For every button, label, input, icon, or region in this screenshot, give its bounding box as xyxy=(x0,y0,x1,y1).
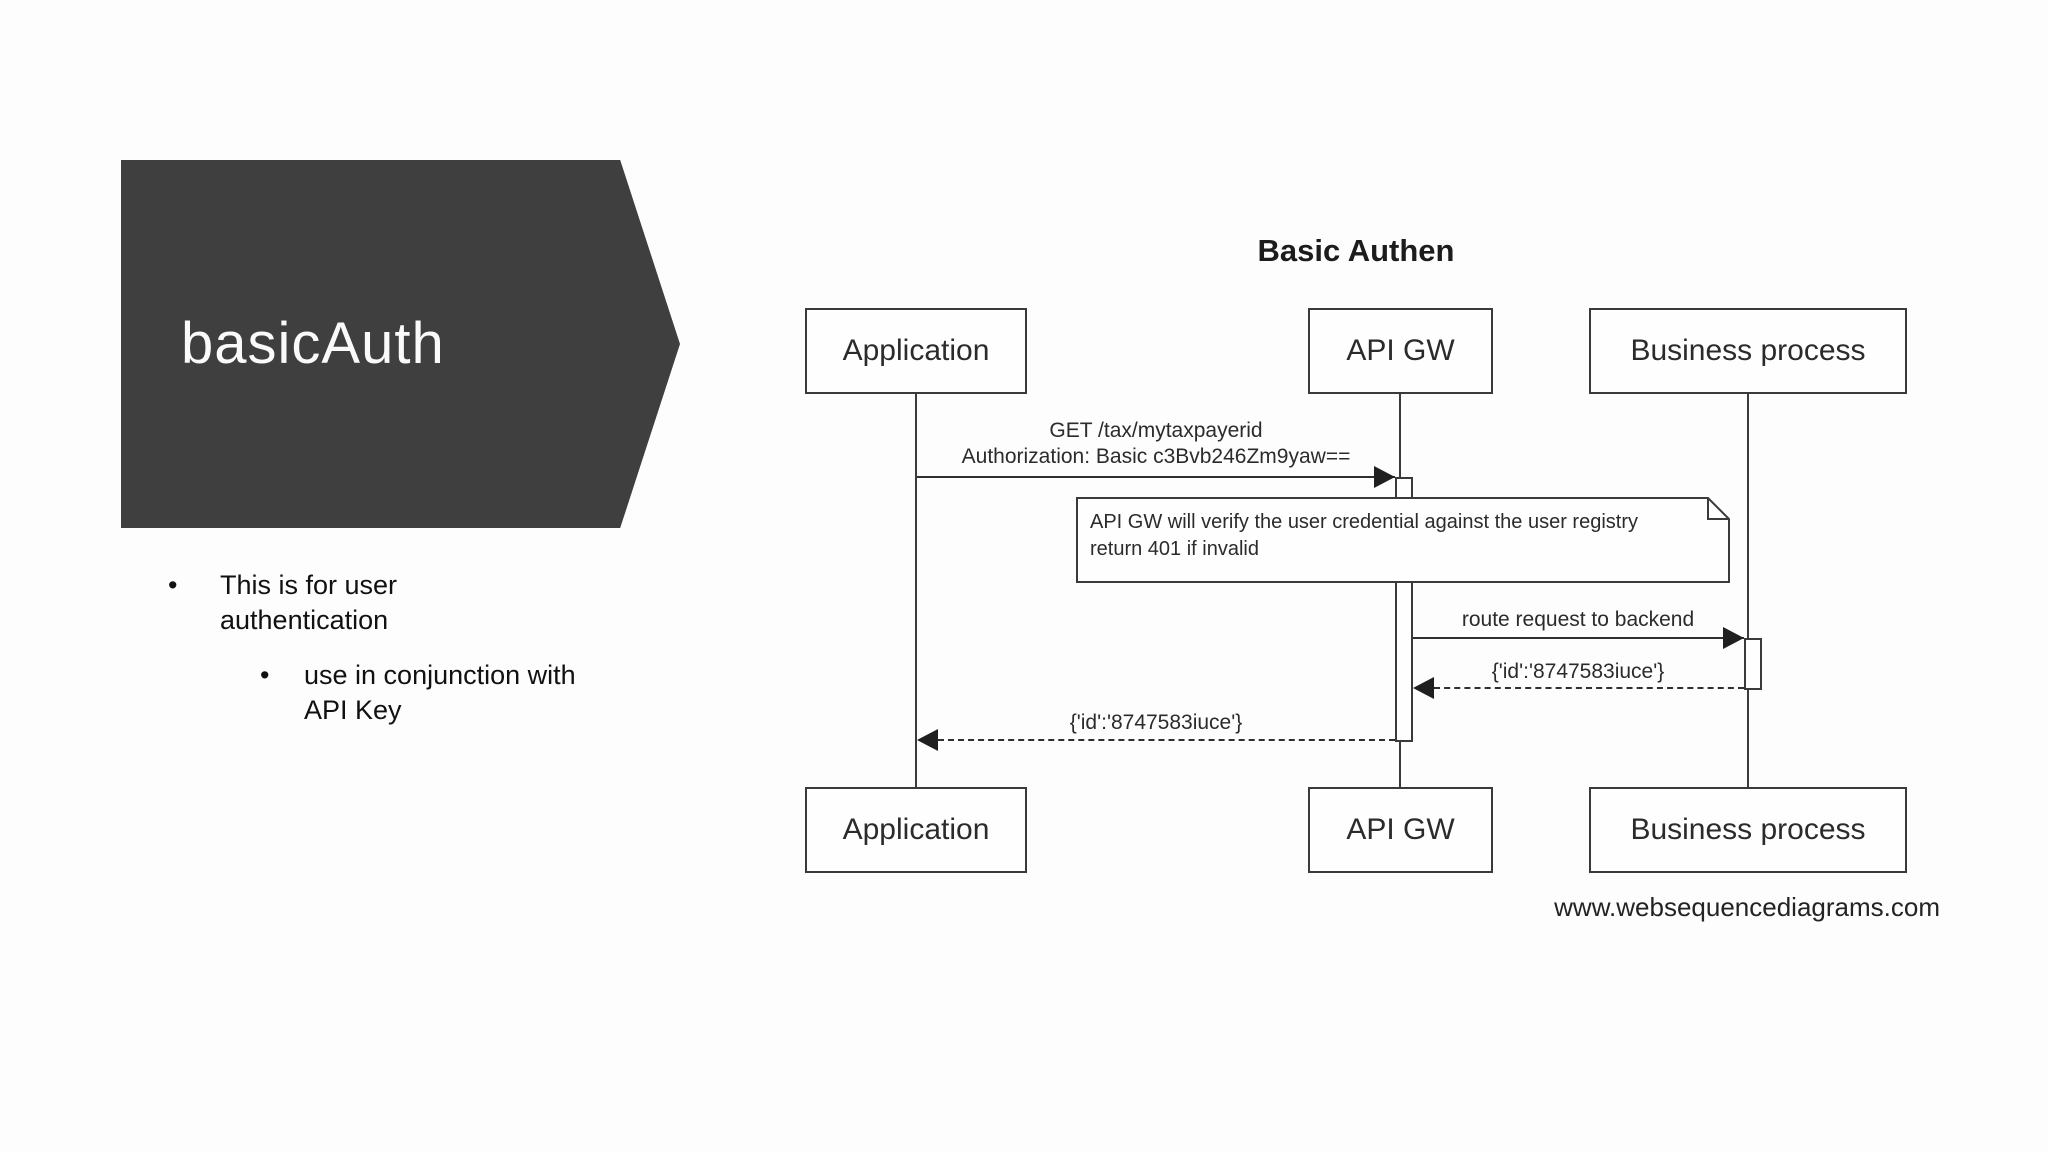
actor-business-process-top: Business process xyxy=(1589,308,1907,394)
bullet-list: • This is for user authentication • use … xyxy=(168,568,604,728)
message-get-label: GET /tax/mytaxpayerid xyxy=(1049,419,1263,442)
diagram-title: Basic Authen xyxy=(1257,233,1455,268)
lifeline-application xyxy=(915,394,917,787)
note-fold-icon xyxy=(1707,498,1729,520)
bullet-icon: • xyxy=(168,570,178,600)
return-line-bp-to-gw xyxy=(1434,687,1744,689)
note-line: API GW will verify the user credential a… xyxy=(1090,511,1638,533)
activation-business-process xyxy=(1744,638,1762,690)
bullet-text: This is for user authentication xyxy=(220,570,398,635)
bullet-item: • use in conjunction with API Key xyxy=(260,658,604,728)
bullet-item: • This is for user authentication xyxy=(168,568,604,638)
actor-api-gw-bottom: API GW xyxy=(1308,787,1493,873)
arrowhead-right-icon xyxy=(1374,466,1395,488)
note-text: API GW will verify the user credential a… xyxy=(1090,509,1720,563)
lifeline-business-process xyxy=(1747,394,1749,787)
arrowhead-left-icon xyxy=(1413,677,1434,699)
actor-label: Application xyxy=(842,813,990,846)
return-id-label: {'id':'8747583iuce'} xyxy=(1069,711,1243,734)
message-line-request xyxy=(917,476,1395,478)
actor-label: Application xyxy=(842,334,990,367)
actor-label: Business process xyxy=(1630,334,1866,367)
actor-label: Business process xyxy=(1630,813,1866,846)
note-shape xyxy=(1076,497,1730,583)
title-banner-chevron: basicAuth xyxy=(121,160,680,528)
bullet-icon: • xyxy=(260,660,270,690)
actor-application-bottom: Application xyxy=(805,787,1027,873)
slide-title: basicAuth xyxy=(181,311,445,376)
return-line-gw-to-app xyxy=(938,739,1395,741)
message-route-label: route request to backend xyxy=(1461,608,1695,631)
actor-api-gw-top: API GW xyxy=(1308,308,1493,394)
bullet-text: use in conjunction with API Key xyxy=(304,660,576,725)
arrowhead-right-icon xyxy=(1723,627,1744,649)
actor-business-process-bottom: Business process xyxy=(1589,787,1907,873)
message-line-route xyxy=(1413,637,1744,639)
watermark: www.websequencediagrams.com xyxy=(1554,892,1940,922)
actor-label: API GW xyxy=(1346,334,1455,367)
actor-application-top: Application xyxy=(805,308,1027,394)
message-authorization-label: Authorization: Basic c3Bvb246Zm9yaw== xyxy=(961,445,1351,468)
note-line: return 401 if invalid xyxy=(1090,538,1259,560)
return-id-label: {'id':'8747583iuce'} xyxy=(1491,660,1665,683)
actor-label: API GW xyxy=(1346,813,1455,846)
note-verify-credential: API GW will verify the user credential a… xyxy=(1076,497,1730,583)
arrowhead-left-icon xyxy=(917,729,938,751)
